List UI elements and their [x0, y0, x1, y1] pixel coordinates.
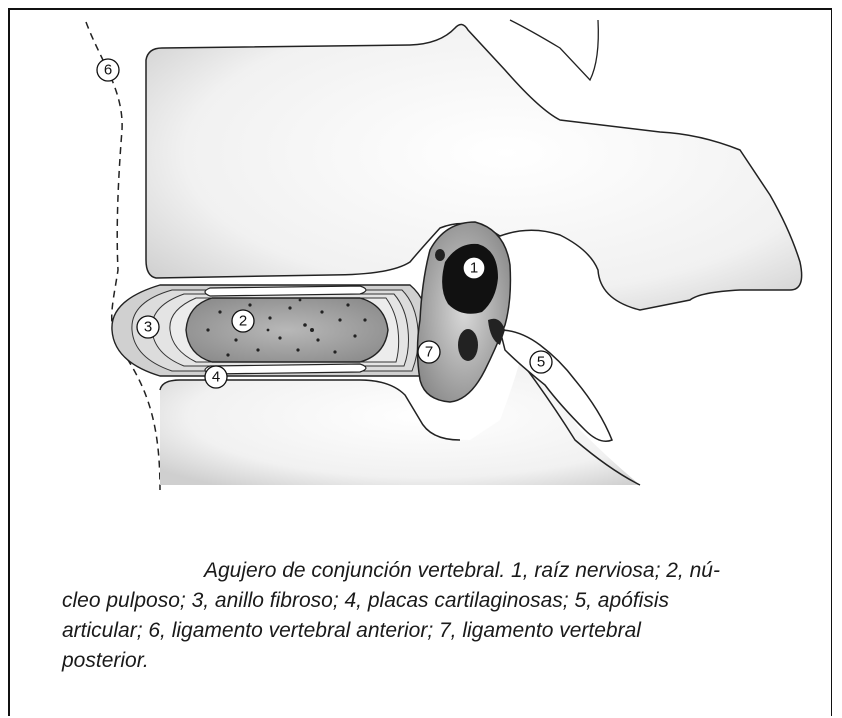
- svg-text:3: 3: [144, 319, 152, 336]
- label-6: 6: [97, 59, 119, 81]
- upper-vertebra-edge: [510, 20, 598, 80]
- caption-line-3: articular; 6, ligamento vertebral anteri…: [62, 616, 826, 646]
- label-7: 7: [418, 341, 440, 363]
- caption-line-4: posterior.: [62, 646, 826, 676]
- foramen-vessel-lower: [458, 329, 478, 361]
- label-5: 5: [530, 351, 552, 373]
- figure-caption: Agujero de conjunción vertebral. 1, raíz…: [62, 556, 826, 676]
- nucleus-pulposus: [186, 298, 388, 362]
- label-1: 1: [463, 257, 485, 279]
- svg-text:4: 4: [212, 369, 220, 386]
- svg-text:1: 1: [470, 260, 478, 277]
- label-4: 4: [205, 366, 227, 388]
- svg-text:6: 6: [104, 62, 112, 79]
- upper-endplate: [205, 286, 366, 296]
- lower-endplate: [205, 364, 366, 374]
- svg-text:2: 2: [239, 313, 247, 330]
- label-3: 3: [137, 316, 159, 338]
- caption-line-1: Agujero de conjunción vertebral. 1, raíz…: [62, 556, 826, 586]
- caption-line-2: cleo pulposo; 3, anillo fibroso; 4, plac…: [62, 586, 826, 616]
- svg-text:5: 5: [537, 354, 545, 371]
- foramen-vessel-small: [435, 249, 445, 261]
- label-2: 2: [232, 310, 254, 332]
- svg-text:7: 7: [425, 344, 433, 361]
